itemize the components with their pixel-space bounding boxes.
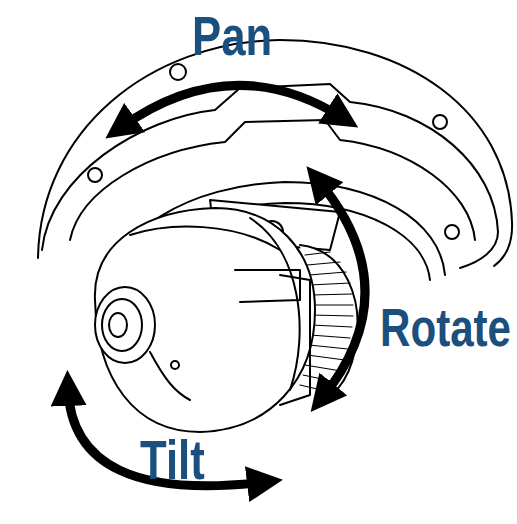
motion-label: Pan	[192, 8, 272, 64]
motion-label: Rotate	[380, 300, 511, 354]
motion-label: Tilt	[140, 432, 205, 488]
